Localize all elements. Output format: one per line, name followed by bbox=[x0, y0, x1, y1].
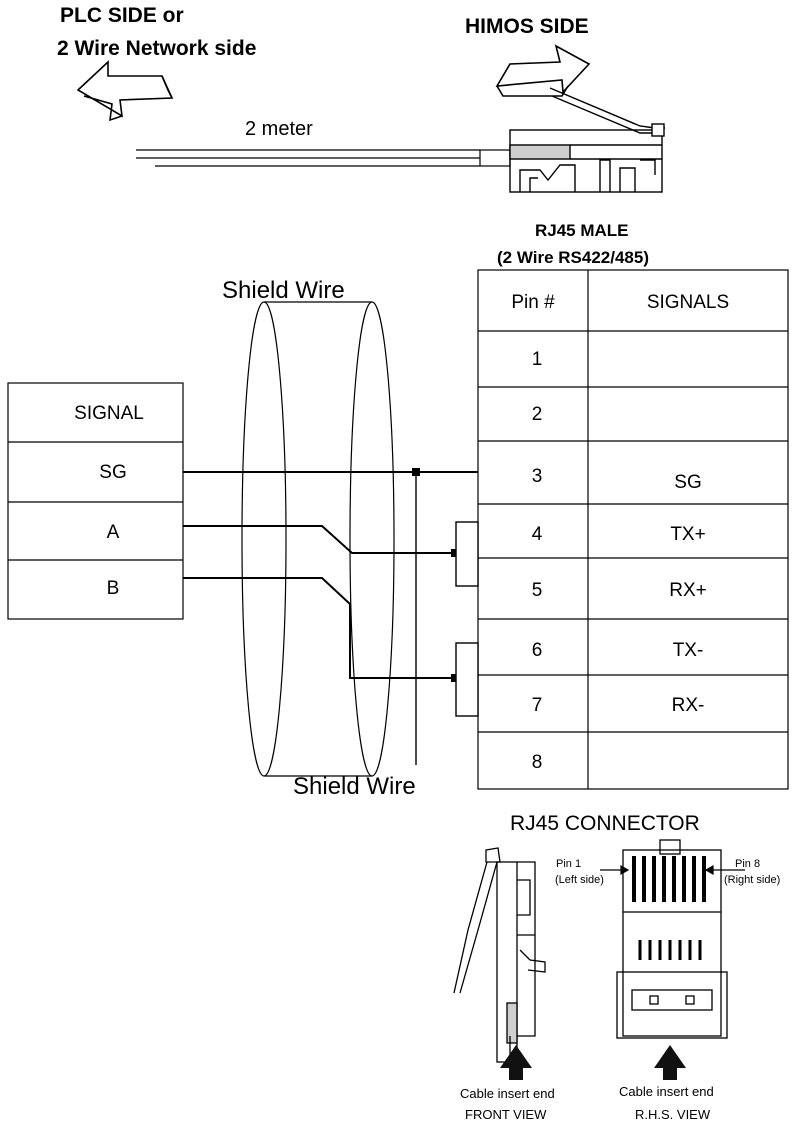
pin8-label-line1: Pin 8 bbox=[735, 858, 760, 870]
pin-number: 7 bbox=[532, 695, 543, 716]
rj45-connector-title: RJ45 CONNECTOR bbox=[510, 812, 700, 835]
plc-signal-header: SIGNAL bbox=[74, 403, 144, 424]
cable-insert-arrow-icon bbox=[500, 1045, 686, 1080]
rj45-pin-table: Pin # SIGNALS 1 2 3 SG 4 TX+ 5 RX+ 6 TX-… bbox=[477, 269, 789, 790]
rj45-title-line2: (2 Wire RS422/485) bbox=[497, 248, 649, 267]
rj45-title-line1: RJ45 MALE bbox=[535, 221, 629, 240]
plc-signal-table: SIGNAL SG A B bbox=[7, 382, 184, 620]
plc-signal-row: B bbox=[107, 578, 120, 599]
plc-signal-row: SG bbox=[99, 462, 126, 483]
front-view-caption-line2: FRONT VIEW bbox=[465, 1107, 547, 1122]
pin-pointer-arrows bbox=[600, 864, 745, 876]
plc-side-label-line1: PLC SIDE or bbox=[60, 4, 184, 27]
pin1-label-line1: Pin 1 bbox=[556, 858, 581, 870]
pin-bridges bbox=[455, 521, 479, 717]
shield-wire-top-label: Shield Wire bbox=[222, 277, 345, 304]
wire-junctions bbox=[412, 468, 459, 682]
right-arrow-icon bbox=[495, 44, 591, 97]
pin-number: 6 bbox=[532, 640, 543, 661]
rj45-front-view-icon bbox=[453, 847, 546, 1063]
left-arrow-icon bbox=[76, 60, 174, 122]
pin-number: 1 bbox=[532, 349, 543, 370]
plc-signal-row: A bbox=[107, 522, 120, 543]
front-view-caption-line1: Cable insert end bbox=[460, 1086, 555, 1101]
cable-lines bbox=[136, 149, 511, 167]
side-view-caption-line1: Cable insert end bbox=[619, 1084, 714, 1099]
pin-signal: TX- bbox=[673, 640, 704, 661]
pin-signal: RX+ bbox=[669, 580, 707, 601]
pin-signal: RX- bbox=[672, 695, 705, 716]
pin-signal: SG bbox=[674, 472, 701, 493]
plc-side-label-line2: 2 Wire Network side bbox=[57, 37, 256, 60]
pin1-label-line2: (Left side) bbox=[555, 874, 604, 886]
pin-signal: TX+ bbox=[670, 524, 705, 545]
shield-ellipses bbox=[241, 301, 395, 777]
side-view-caption-line2: R.H.S. VIEW bbox=[635, 1107, 711, 1122]
rj45-plug-icon bbox=[509, 87, 665, 193]
pin8-label-line2: (Right side) bbox=[724, 874, 780, 886]
wires bbox=[183, 471, 478, 765]
pin-number: 2 bbox=[532, 404, 543, 425]
pin-number: 8 bbox=[532, 752, 543, 773]
himos-side-label: HIMOS SIDE bbox=[465, 15, 589, 38]
pin-column-header: Pin # bbox=[511, 292, 555, 313]
shield-wire-bottom-label: Shield Wire bbox=[293, 773, 416, 800]
rj45-side-view-icon bbox=[616, 839, 728, 1039]
signals-column-header: SIGNALS bbox=[647, 292, 729, 313]
cable-length-label: 2 meter bbox=[245, 118, 313, 140]
pin-number: 3 bbox=[532, 466, 543, 487]
pin-number: 5 bbox=[532, 580, 543, 601]
pin-number: 4 bbox=[532, 524, 543, 545]
